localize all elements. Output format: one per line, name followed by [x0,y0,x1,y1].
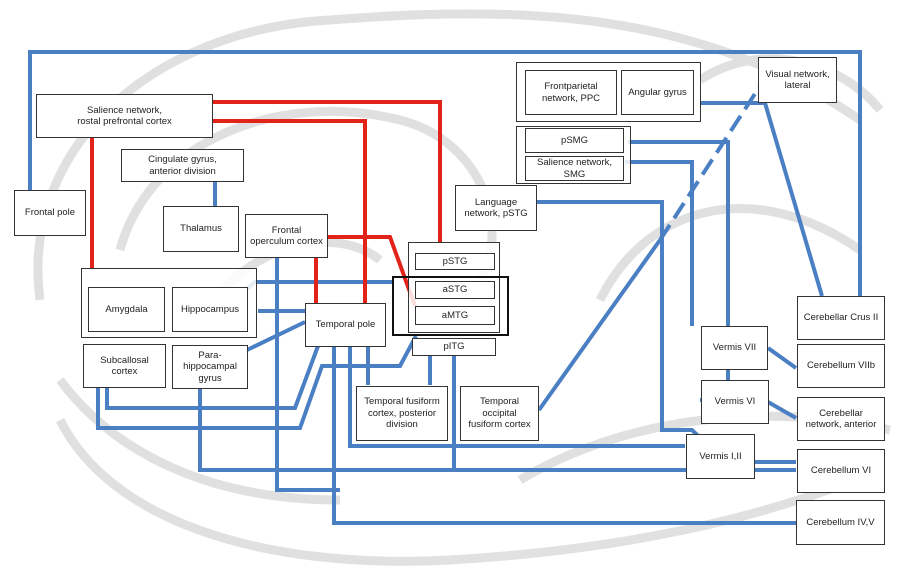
wire-hippocampus-astg [245,280,393,291]
node-parahippocampal[interactable]: Para- hippocampal gyrus [172,345,248,389]
wire-frontal-pole-crus-ii [28,50,862,296]
node-frontoparietal[interactable]: Frontparietal network, PPC [525,70,617,115]
wire-vermis-vi-anterior [767,400,797,420]
node-vermis-i-ii[interactable]: Vermis I,II [686,434,755,479]
node-cerebellum-iv-v[interactable]: Cerebellum IV,V [796,500,885,545]
wire-angular-crus-ii [700,101,824,297]
node-visual-lateral[interactable]: Visual network, lateral [758,57,837,103]
node-cerebellum-viib[interactable]: Cerebellum VIIb [797,344,885,388]
wire-frontal-operculum-amtg [327,235,417,307]
node-cerebellum-vi[interactable]: Cerebellum VI [797,449,885,493]
node-pstg[interactable]: pSTG [415,253,495,270]
node-cingulate[interactable]: Cingulate gyrus, anterior division [121,149,244,182]
node-thalamus[interactable]: Thalamus [163,206,239,252]
node-subcallosal[interactable]: Subcallosal cortex [83,344,166,388]
node-hippocampus[interactable]: Hippocampus [172,287,248,332]
wire-salience-smg-vermis-vii [625,160,694,326]
node-frontal-pole[interactable]: Frontal pole [14,190,86,236]
wire-parahippocampal-down [198,388,796,472]
node-frontal-operculum[interactable]: Frontal operculum cortex [245,214,328,258]
wire-subcallosal-amtg [96,335,418,430]
node-temporal-occipital[interactable]: Temporal occipital fusiform cortex [460,386,539,441]
node-temporal-pole[interactable]: Temporal pole [305,303,386,347]
wire-salience-pstg [212,100,442,242]
node-angular[interactable]: Angular gyrus [621,70,694,115]
node-cerebellar-anterior[interactable]: Cerebellar network, anterior [797,397,885,441]
node-language-pstg[interactable]: Language network, pSTG [455,185,537,231]
node-salience-rpfc[interactable]: Salience network, rostal prefrontal cort… [36,94,213,138]
node-vermis-vii[interactable]: Vermis VII [701,326,768,370]
astg-amtg-highlight [392,276,509,336]
node-astg[interactable]: aSTG [415,281,495,299]
wire-frontal-operculum-down [275,258,340,492]
wire-vermis-vii-viib [766,346,798,370]
wire-dashed-visual [658,84,762,242]
node-amygdala[interactable]: Amygdala [88,287,165,332]
wire-temporal-occipital-visual [537,238,662,412]
wire-temporal-pole-cerebellum-iv [332,346,796,525]
node-psmg[interactable]: pSMG [525,128,624,153]
node-pitg[interactable]: pITG [412,338,496,356]
node-cerebellar-crus-ii[interactable]: Cerebellar Crus II [797,296,885,340]
node-salience-smg[interactable]: Salience network, SMG [525,156,624,181]
node-temporal-fusiform[interactable]: Temporal fusiform cortex, posterior divi… [356,386,448,441]
node-vermis-vi[interactable]: Vermis VI [701,380,769,424]
wire-salience-temporal-pole [212,119,367,306]
node-amtg[interactable]: aMTG [415,306,495,325]
